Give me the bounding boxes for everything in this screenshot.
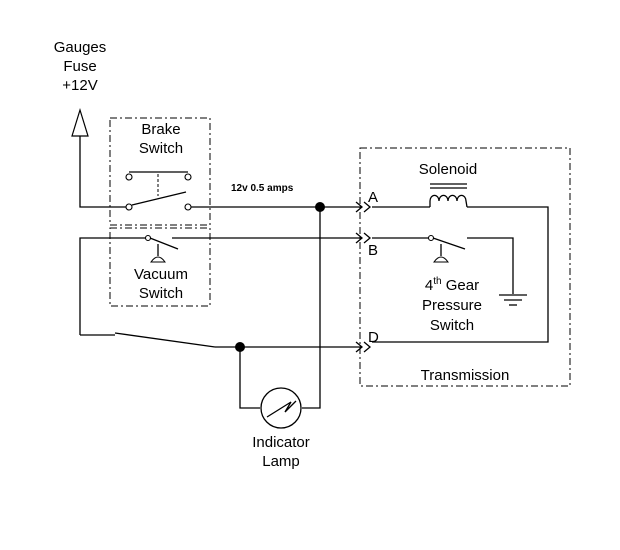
brake-switch-terminal [184,173,192,181]
brake-switch-terminal [125,173,133,181]
gear-word: Gear [442,277,480,294]
wire-left-loop [79,237,145,335]
brake-switch-terminal [184,203,192,211]
pressure-switch-diaphragm-icon [433,256,449,263]
vacuum-switch-label-line1: Vacuum [134,266,188,283]
pressure-switch-contact [432,237,466,250]
wire-current-label: 12v 0.5 amps [231,183,294,194]
lamp-filament-icon [266,400,297,418]
solenoid-label: Solenoid [419,161,477,178]
connector-chevron-icon [363,201,372,213]
junction-dot [315,202,325,212]
connector-chevron-icon [355,341,364,353]
connector-a: A [355,189,378,213]
connector-d: D [355,329,379,353]
vacuum-switch-box [109,227,211,307]
wire-solenoid-loop [372,206,549,343]
brake-switch-label-line1: Brake [141,121,180,138]
brake-switch-box [109,117,211,226]
transmission-label: Transmission [421,367,510,384]
lamp-label-line1: Indicator [252,434,310,451]
vacuum-switch-contact [149,237,179,250]
ground-icon [499,294,527,306]
connector-a-label: A [368,189,378,206]
lamp-label-line2: Lamp [262,453,300,470]
connector-chevron-icon [355,232,364,244]
solenoid: Solenoid [419,161,477,208]
gear-superscript: th [433,276,441,287]
brake-switch-terminal [125,203,133,211]
connector-d-label: D [368,329,379,346]
connector-b: B [355,232,378,259]
power-label-line2: Fuse [63,58,96,75]
wire-pressure-to-ground [467,237,514,294]
pressure-switch-label-line1: 4th Gear [425,276,479,294]
vacuum-switch: Vacuum Switch [109,227,211,307]
brake-switch: Brake Switch [109,117,211,226]
power-label-line3: +12V [62,77,97,94]
junction-dot [235,342,245,352]
brake-switch-label-line2: Switch [139,140,183,157]
vacuum-switch-label-line2: Switch [139,285,183,302]
transmission: Transmission Solenoid 4th Gear Pressure … [359,147,571,387]
connector-b-label: B [368,242,378,259]
wire-power-to-brake [79,136,126,208]
power-source: Gauges Fuse +12V [54,39,107,137]
pressure-switch-terminal [427,234,435,242]
pressure-switch-label-line3: Switch [430,317,474,334]
connector-chevron-icon [363,232,372,244]
power-label-line1: Gauges [54,39,107,56]
pressure-switch: 4th Gear Pressure Switch [422,234,482,334]
transmission-box [359,147,571,387]
power-arrow-icon [71,107,89,137]
wire-lower-diagonal [114,332,216,348]
vacuum-switch-diaphragm-icon [150,256,166,263]
connector-chevron-icon [355,201,364,213]
indicator-lamp: Indicator Lamp [252,387,310,470]
gear-number: 4 [425,277,433,294]
solenoid-coil-icon [429,194,468,208]
wire-junction-to-lamp [302,207,321,409]
vacuum-switch-terminal [144,234,152,242]
wire-lamp-return [239,347,260,409]
brake-switch-lower-contact [131,191,187,206]
pressure-switch-label-line2: Pressure [422,297,482,314]
connector-chevron-icon [363,341,372,353]
